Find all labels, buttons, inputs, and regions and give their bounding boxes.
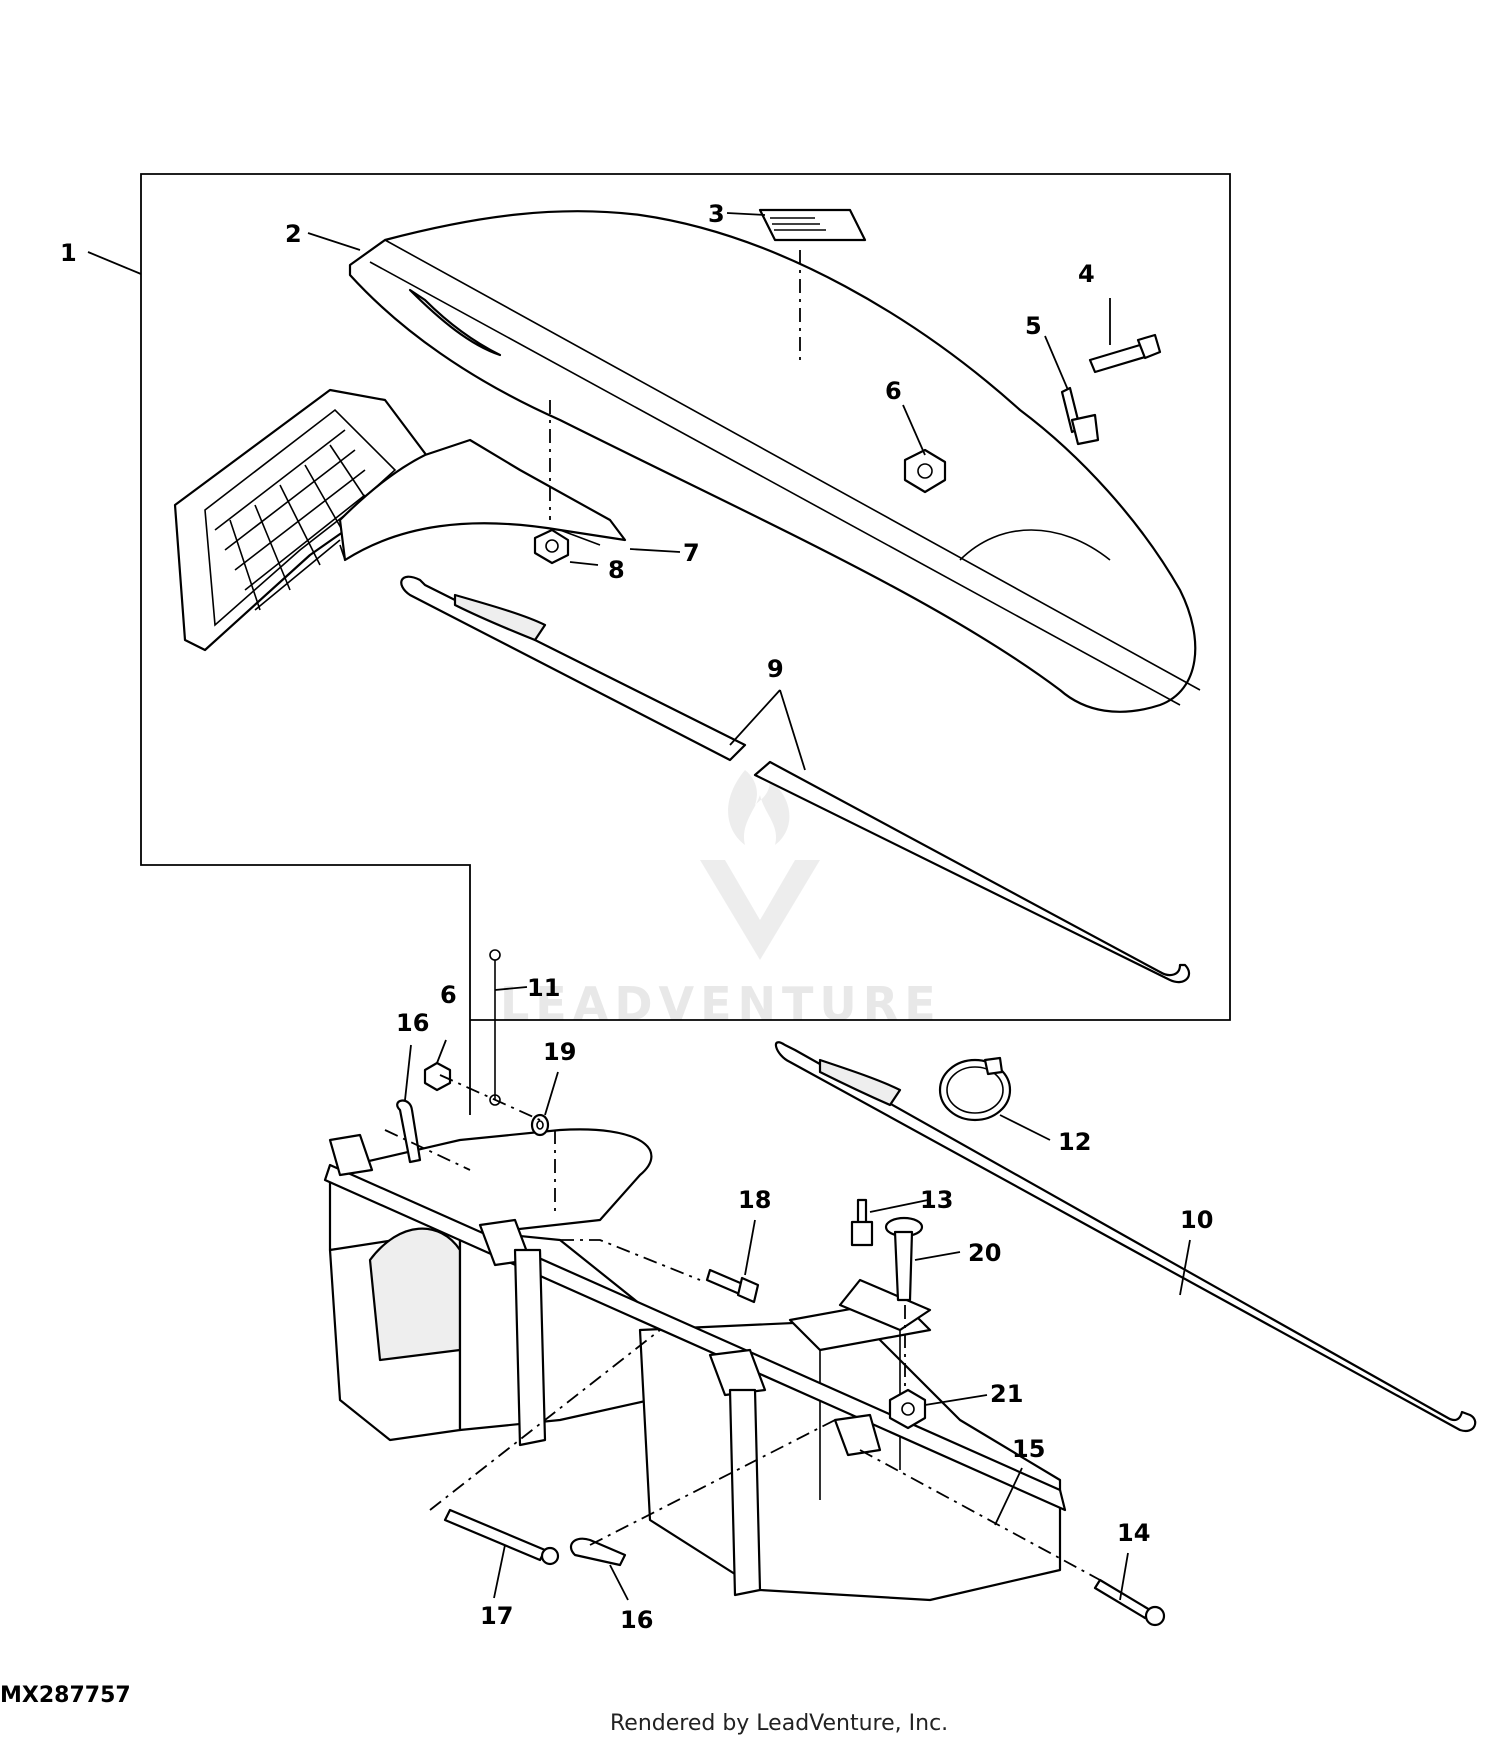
callout-18: 18 — [738, 1186, 771, 1214]
footer-credit: Rendered by LeadVenture, Inc. — [610, 1711, 948, 1736]
pin-17 — [443, 1508, 560, 1566]
nut-6-upper — [903, 448, 947, 494]
callout-1: 1 — [60, 239, 77, 267]
callout-2: 2 — [285, 220, 302, 248]
side-shroud-7 — [338, 438, 627, 562]
hopper-frame — [323, 1128, 1067, 1602]
flange-nut-21 — [888, 1388, 927, 1430]
washer-19 — [530, 1113, 550, 1137]
carriage-bolt-20 — [884, 1216, 924, 1302]
nut-8 — [533, 528, 570, 565]
hair-pin-16-lower — [569, 1537, 627, 1567]
callout-21: 21 — [990, 1380, 1023, 1408]
assembly-outline — [140, 173, 1231, 1115]
rivet-13 — [850, 1198, 874, 1247]
frame-clips — [328, 1133, 882, 1597]
callout-5: 5 — [1025, 312, 1042, 340]
centerline-lower-7 — [859, 1449, 1101, 1581]
callout-20: 20 — [968, 1239, 1001, 1267]
callout-7: 7 — [683, 539, 700, 567]
callout-13: 13 — [920, 1186, 953, 1214]
label-decal — [758, 208, 867, 242]
centerline-lower-2 — [439, 1074, 541, 1121]
callout-15: 15 — [1012, 1435, 1045, 1463]
callout-6-upper: 6 — [885, 377, 902, 405]
callout-12: 12 — [1058, 1128, 1091, 1156]
callout-14: 14 — [1117, 1519, 1150, 1547]
pin-14 — [1093, 1578, 1166, 1627]
callout-9: 9 — [767, 655, 784, 683]
bolt-18 — [705, 1268, 760, 1304]
leader-lines — [87, 212, 1191, 1601]
centerline-lower-3 — [560, 1239, 701, 1281]
hair-pin-16-upper — [396, 1099, 422, 1164]
callout-8: 8 — [608, 556, 625, 584]
callout-3: 3 — [708, 200, 725, 228]
callout-16-upper: 16 — [396, 1009, 429, 1037]
bracket-5 — [1060, 386, 1100, 446]
centerline-lower-6 — [589, 1419, 836, 1546]
watermark-logo: LEADVENTURE — [500, 770, 942, 1031]
callout-4: 4 — [1078, 260, 1095, 288]
rod-10 — [774, 1041, 1477, 1433]
callout-10: 10 — [1180, 1206, 1213, 1234]
callout-19: 19 — [543, 1038, 576, 1066]
callout-17: 17 — [480, 1602, 513, 1630]
seal-strip-9 — [400, 575, 1191, 984]
bolt-4 — [1088, 333, 1162, 374]
nut-6-lower — [423, 1061, 452, 1092]
figure-id: MX287757 — [0, 1683, 131, 1708]
centerline-lower-5 — [429, 1329, 661, 1511]
watermark-text: LEADVENTURE — [500, 977, 942, 1031]
callout-11: 11 — [527, 974, 560, 1002]
hood-cover — [348, 210, 1201, 713]
callout-16-lower: 16 — [620, 1606, 653, 1634]
centerline-lower-1 — [384, 1129, 471, 1171]
callout-6-lower: 6 — [440, 981, 457, 1009]
hose-clamp-12 — [938, 1056, 1012, 1122]
tether-11 — [489, 949, 501, 1106]
